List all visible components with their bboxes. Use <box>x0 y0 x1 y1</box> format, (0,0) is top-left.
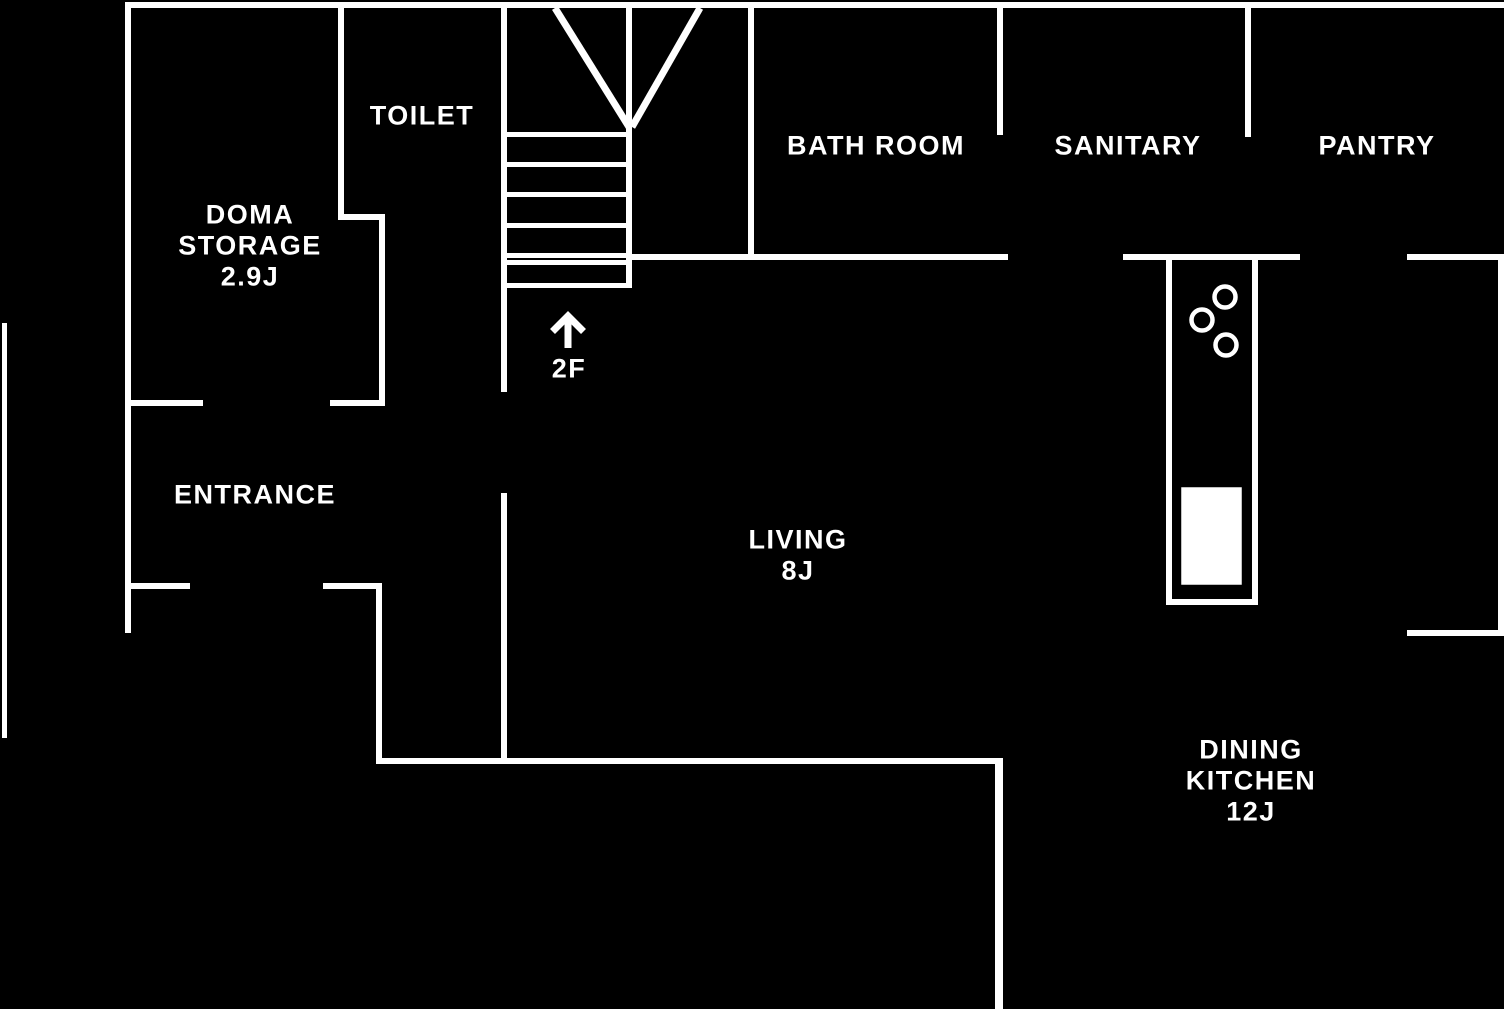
room-label-doma-line2: STORAGE <box>178 230 322 261</box>
wall-entrance-bottom-right <box>323 583 382 589</box>
up-arrow-head <box>550 311 586 334</box>
room-label-entrance: ENTRANCE <box>173 479 337 510</box>
wall-stairs-divider <box>626 2 632 288</box>
room-label-dining-line2: KITCHEN <box>1185 765 1317 796</box>
stair-tread <box>507 253 629 258</box>
wall-doma-bottom-right <box>330 400 385 406</box>
wall-right-outer <box>1498 254 1504 636</box>
kitchen-counter-bottom <box>1166 599 1258 605</box>
room-label-toilet: TOILET <box>369 100 475 131</box>
wall-living-top <box>629 254 1008 260</box>
room-label-pantry: PANTRY <box>1318 130 1436 161</box>
kitchen-sink-icon <box>1181 487 1242 585</box>
wall-sanitary-left <box>997 2 1003 135</box>
wall-doma-notch <box>338 214 385 220</box>
wall-doma-right <box>379 214 385 406</box>
porch-edge-line <box>2 323 7 738</box>
wall-pantry-left <box>1245 2 1251 137</box>
burner-circle <box>1213 332 1239 358</box>
room-label-dining-line3: 12J <box>1226 796 1276 827</box>
stairs-breakline-left <box>552 6 632 129</box>
stairs-2f-label: 2F <box>551 353 587 384</box>
wall-right-top <box>1407 254 1504 260</box>
stove-burner-icon <box>1189 284 1239 358</box>
wall-entrance-bottom-left <box>131 583 190 589</box>
room-label-bathroom: BATH ROOM <box>787 130 965 161</box>
wall-entrance-right <box>501 493 507 764</box>
burner-circle <box>1212 284 1238 310</box>
stair-tread <box>507 223 629 228</box>
room-label-doma-line3: 2.9J <box>220 261 280 292</box>
kitchen-counter-left <box>1166 254 1172 605</box>
burner-circle <box>1189 307 1215 333</box>
wall-toilet-left <box>338 2 344 220</box>
room-label-doma-line1: DOMA <box>205 199 295 230</box>
stair-tread <box>507 162 629 167</box>
wall-entrance-left-lower <box>376 583 382 764</box>
kitchen-counter-right <box>1252 254 1258 605</box>
stair-tread <box>507 192 629 197</box>
room-label-living-line2: 8J <box>781 555 815 586</box>
stair-landing-line-lower <box>507 283 632 288</box>
room-label-sanitary: SANITARY <box>1054 130 1202 161</box>
room-label-living-line1: LIVING <box>748 524 848 555</box>
wall-right-bottom <box>1407 630 1504 636</box>
wall-bathroom-left <box>748 2 754 258</box>
wall-dining-left <box>995 758 1003 1009</box>
wall-doma-bottom-left <box>125 400 203 406</box>
up-arrow-icon <box>550 311 586 348</box>
stair-landing-line-upper <box>507 260 632 265</box>
wall-left <box>125 2 131 633</box>
stairs-breakline-right <box>628 6 704 129</box>
wall-living-bottom <box>376 758 1002 764</box>
wall-top <box>125 2 1504 8</box>
room-label-dining-line1: DINING <box>1199 734 1303 765</box>
wall-counter-top <box>1123 254 1300 260</box>
stair-tread <box>507 132 629 137</box>
wall-stairs-left <box>501 2 507 392</box>
